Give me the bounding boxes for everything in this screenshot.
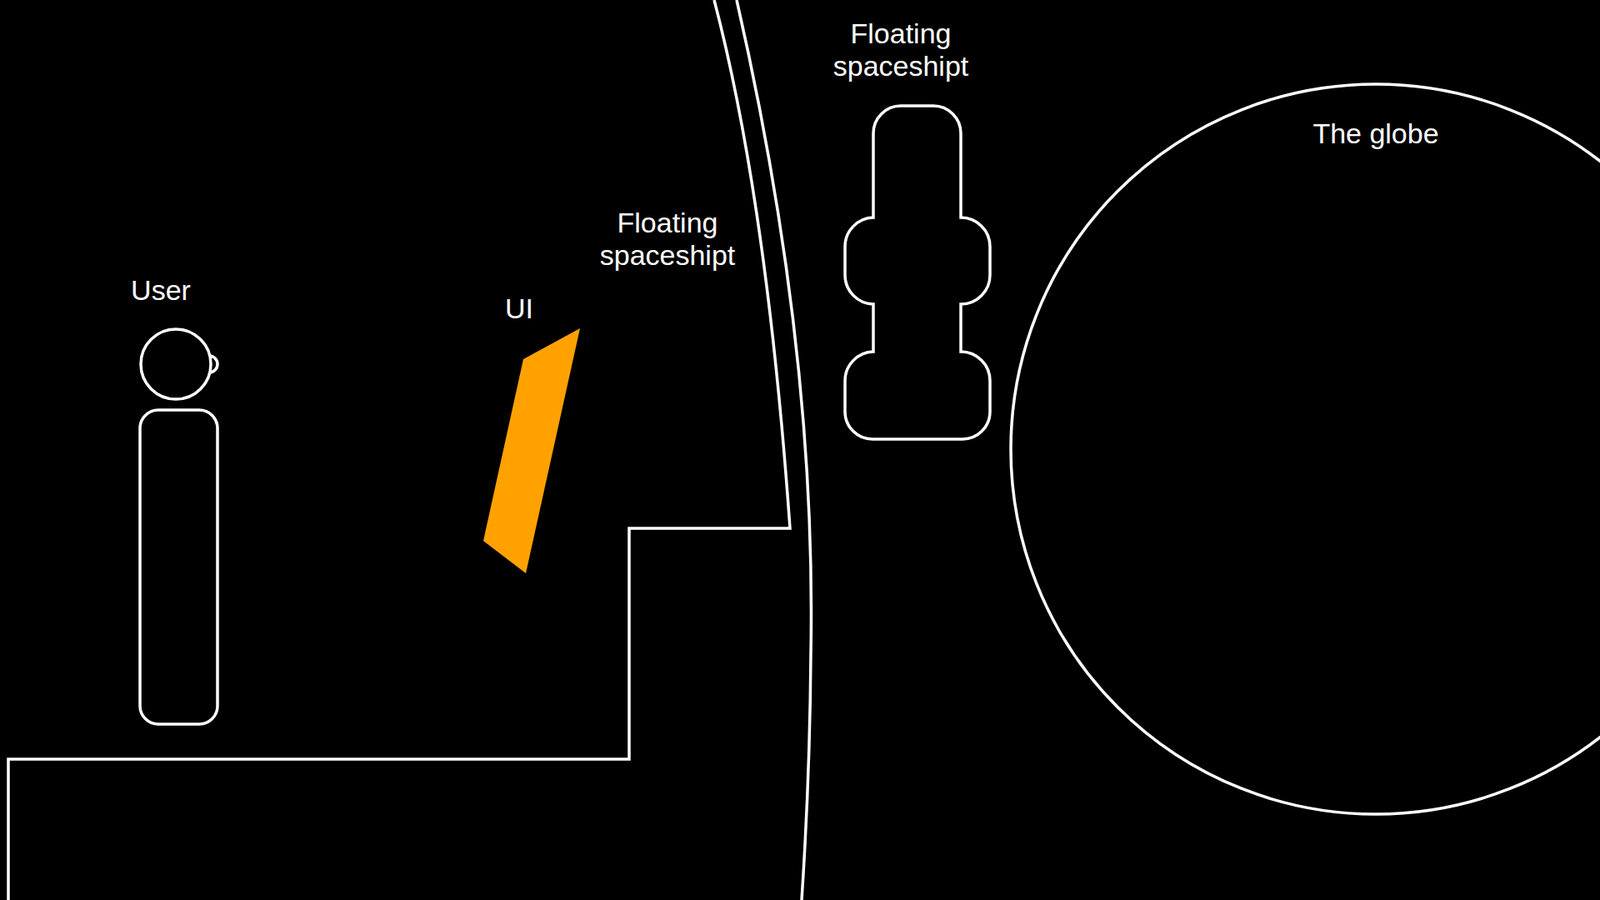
free-label: Floating spaceshipt xyxy=(588,206,747,272)
globe-circle xyxy=(1010,84,1600,815)
ui-panel: UI xyxy=(466,283,600,584)
ui-panel-outline xyxy=(466,283,600,584)
shape-label: Floating spaceshipt xyxy=(821,17,980,83)
spaceship: Floating spaceshipt xyxy=(833,0,1000,450)
ui-shape xyxy=(483,328,580,574)
globe: The globe xyxy=(1000,75,1600,825)
floor-step xyxy=(8,0,790,900)
shape-label: UI xyxy=(469,292,570,325)
hull-curve xyxy=(736,0,811,900)
user-head xyxy=(140,329,211,400)
shape-label: User xyxy=(94,274,228,307)
user-figure-outline xyxy=(125,266,242,734)
user-body xyxy=(140,410,218,725)
globe-outline xyxy=(1000,75,1600,825)
shape-label: The globe xyxy=(1250,117,1501,150)
user-figure: User xyxy=(125,266,242,734)
spaceship-shape xyxy=(845,105,990,440)
